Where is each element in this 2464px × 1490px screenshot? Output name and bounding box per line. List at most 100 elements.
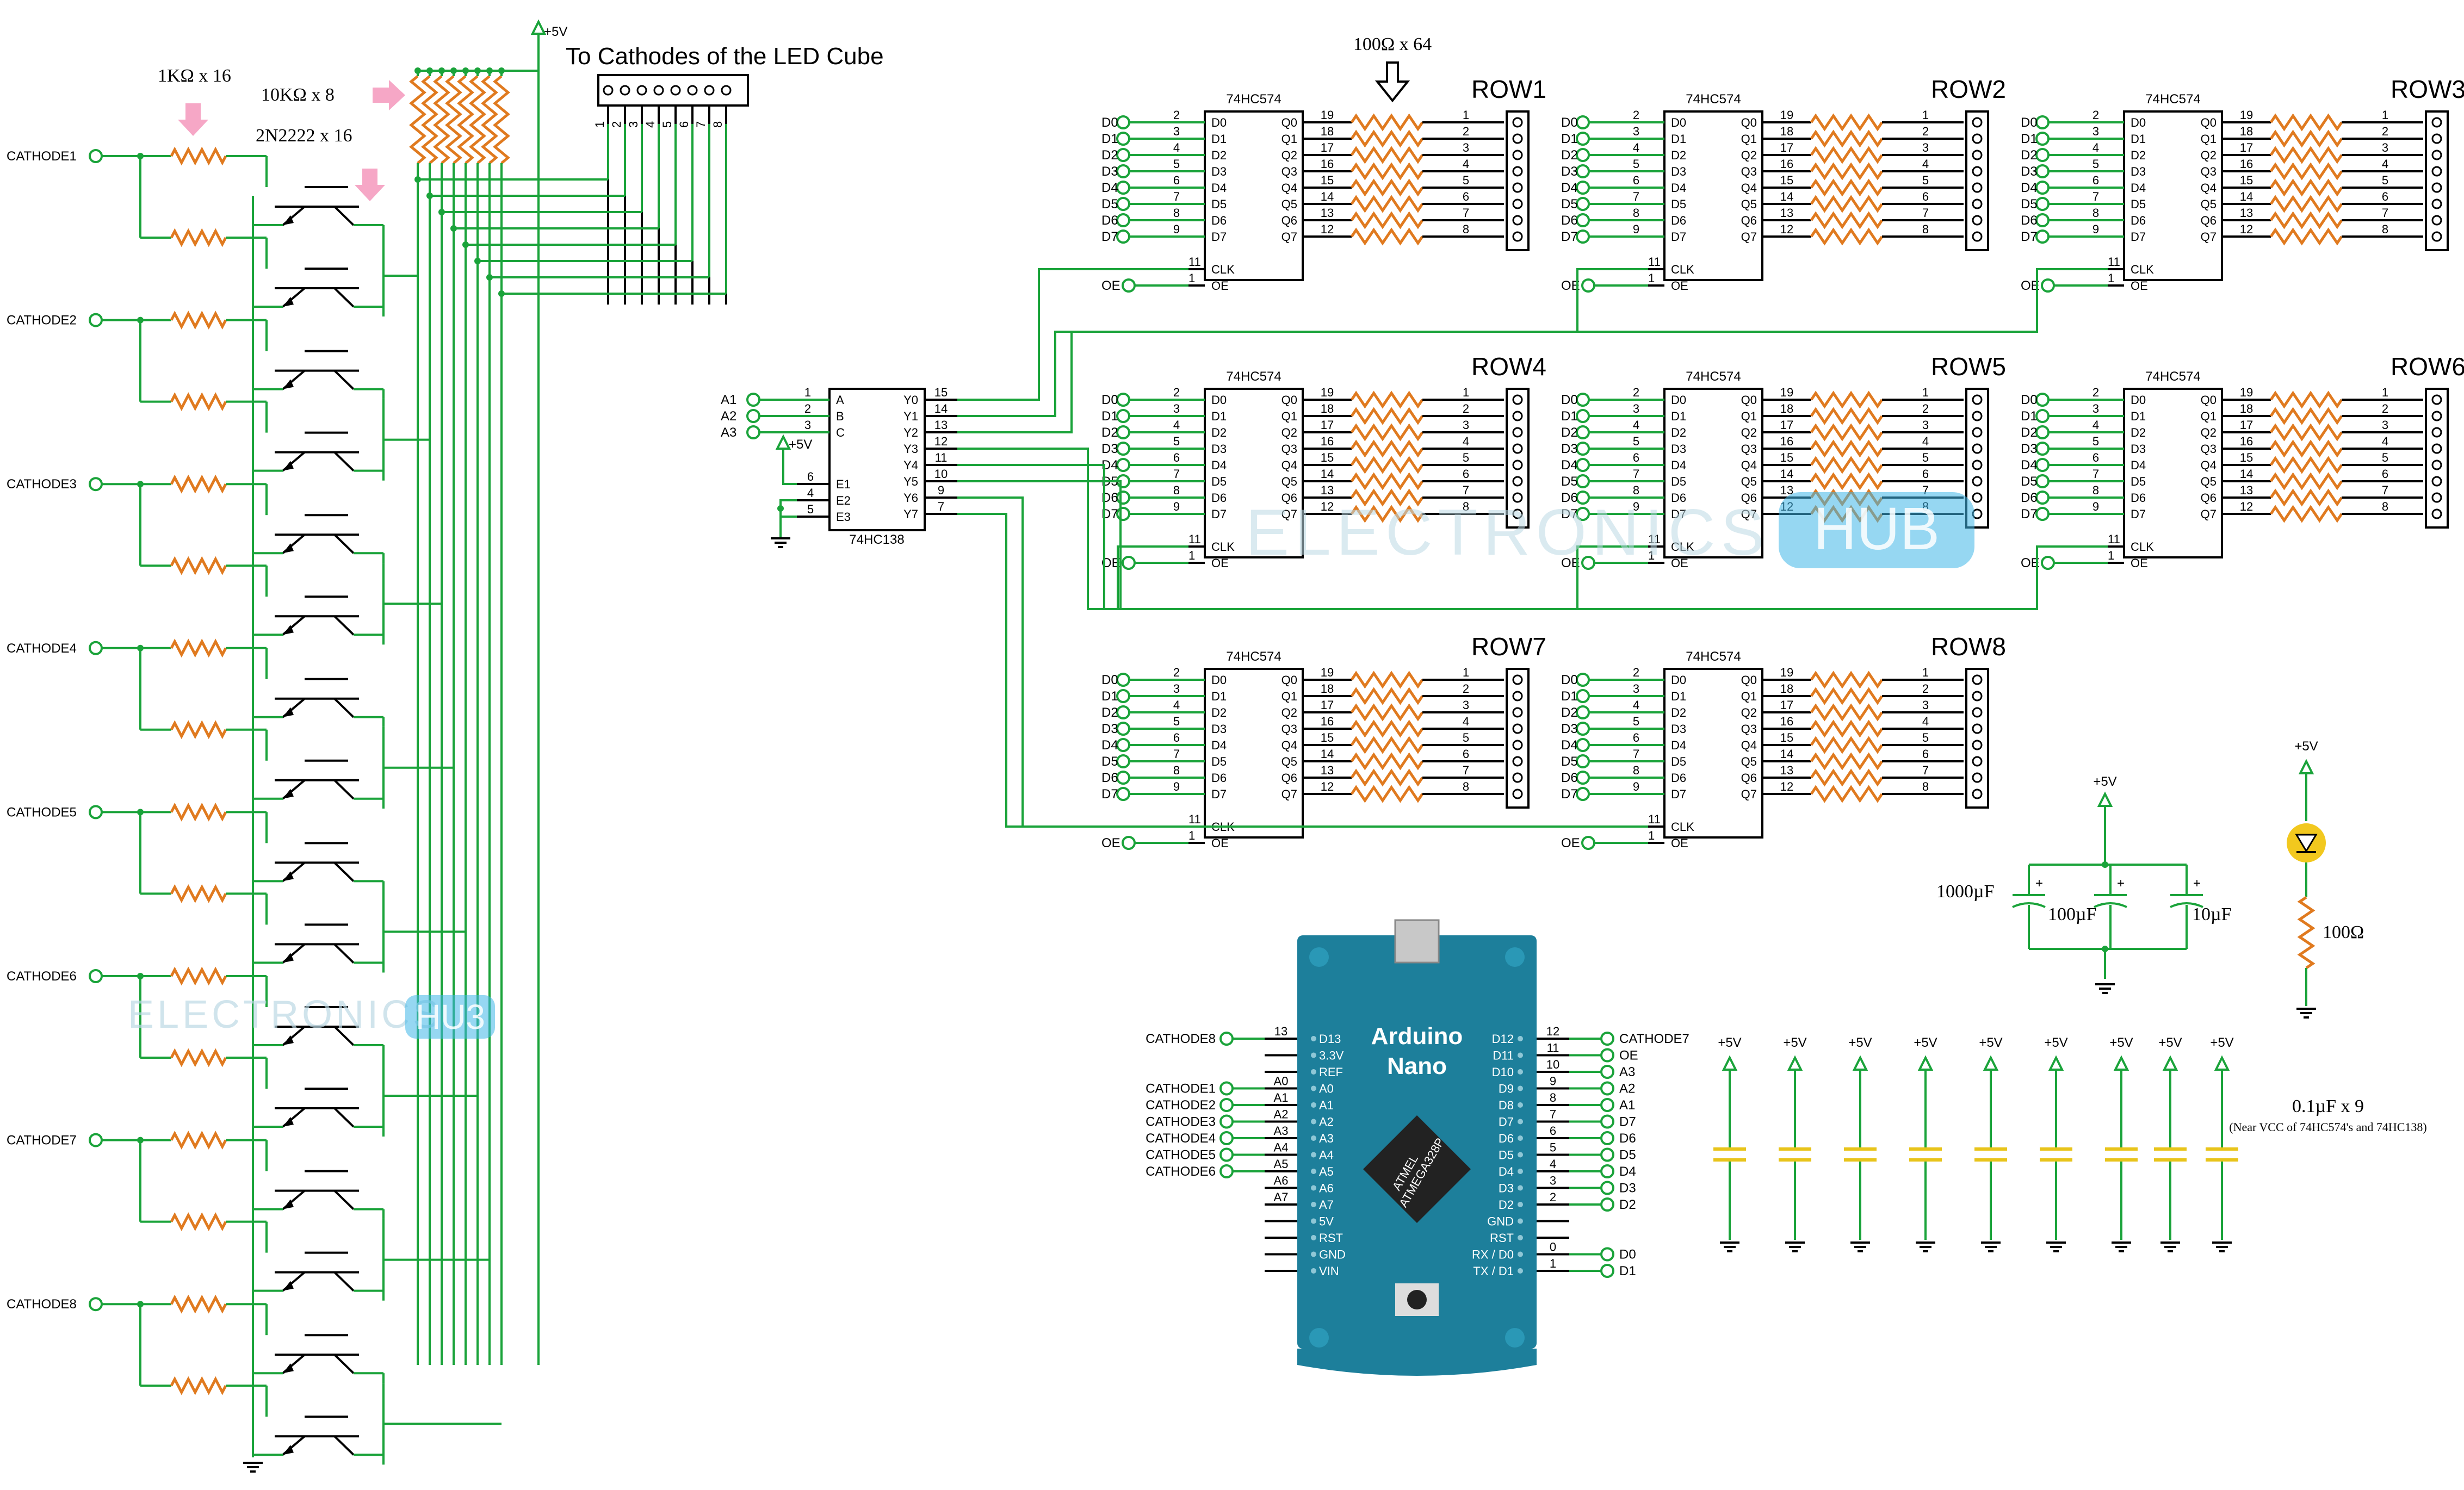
data-input-terminal[interactable]: [1116, 229, 1130, 244]
cathode-terminal[interactable]: [89, 641, 103, 655]
data-input-terminal[interactable]: [2035, 491, 2050, 505]
net-terminal[interactable]: [1600, 1147, 1614, 1162]
data-input-terminal[interactable]: [1116, 491, 1130, 505]
oe-terminal[interactable]: [2041, 278, 2055, 293]
data-input-terminal[interactable]: [1116, 458, 1130, 472]
data-input-terminal[interactable]: [1116, 689, 1130, 703]
address-terminal[interactable]: [746, 409, 760, 423]
data-input-terminal[interactable]: [1116, 787, 1130, 801]
data-input-terminal[interactable]: [1116, 393, 1130, 407]
data-input-terminal[interactable]: [1116, 673, 1130, 687]
data-input-terminal[interactable]: [1576, 197, 1590, 211]
data-input-terminal[interactable]: [1576, 771, 1590, 785]
data-input-terminal[interactable]: [1576, 787, 1590, 801]
net-terminal[interactable]: [1219, 1164, 1234, 1178]
net-terminal[interactable]: [1600, 1131, 1614, 1145]
net-terminal[interactable]: [1219, 1032, 1234, 1046]
data-input-terminal[interactable]: [2035, 425, 2050, 439]
data-input-terminal[interactable]: [1116, 442, 1130, 456]
data-input-terminal[interactable]: [1576, 722, 1590, 736]
data-input-terminal[interactable]: [1576, 458, 1590, 472]
data-input-terminal[interactable]: [2035, 507, 2050, 521]
net-terminal[interactable]: [1219, 1131, 1234, 1145]
data-input-terminal[interactable]: [1116, 754, 1130, 768]
data-input-terminal[interactable]: [2035, 442, 2050, 456]
address-terminal[interactable]: [746, 425, 760, 439]
data-input-terminal[interactable]: [1576, 409, 1590, 423]
data-input-terminal[interactable]: [1576, 425, 1590, 439]
net-terminal[interactable]: [1600, 1181, 1614, 1195]
data-input-terminal[interactable]: [1116, 181, 1130, 195]
net-terminal[interactable]: [1600, 1065, 1614, 1079]
data-input-terminal[interactable]: [1576, 229, 1590, 244]
net-terminal[interactable]: [1219, 1114, 1234, 1129]
data-input-terminal[interactable]: [1576, 115, 1590, 129]
data-input-terminal[interactable]: [1116, 771, 1130, 785]
net-terminal[interactable]: [1600, 1114, 1614, 1129]
data-input-terminal[interactable]: [1576, 673, 1590, 687]
data-input-terminal[interactable]: [1116, 507, 1130, 521]
cathode-terminal[interactable]: [89, 313, 103, 327]
data-input-terminal[interactable]: [1576, 148, 1590, 162]
net-terminal[interactable]: [1600, 1098, 1614, 1112]
data-input-terminal[interactable]: [1576, 474, 1590, 488]
data-input-terminal[interactable]: [1576, 181, 1590, 195]
address-terminal[interactable]: [746, 393, 760, 407]
oe-terminal[interactable]: [1581, 278, 1595, 293]
net-terminal[interactable]: [1219, 1081, 1234, 1096]
oe-terminal[interactable]: [1581, 836, 1595, 850]
data-input-terminal[interactable]: [1576, 393, 1590, 407]
net-terminal[interactable]: [1219, 1098, 1234, 1112]
cathode-terminal[interactable]: [89, 149, 103, 163]
data-input-terminal[interactable]: [1576, 132, 1590, 146]
data-input-terminal[interactable]: [2035, 132, 2050, 146]
net-terminal[interactable]: [1600, 1264, 1614, 1278]
net-terminal[interactable]: [1600, 1197, 1614, 1212]
oe-terminal[interactable]: [1122, 556, 1136, 570]
data-input-terminal[interactable]: [1116, 115, 1130, 129]
reset-button-cap[interactable]: [1407, 1290, 1427, 1309]
data-input-terminal[interactable]: [1116, 705, 1130, 719]
cathode-terminal[interactable]: [89, 1297, 103, 1312]
data-input-terminal[interactable]: [2035, 197, 2050, 211]
net-terminal[interactable]: [1600, 1164, 1614, 1178]
data-input-terminal[interactable]: [1576, 164, 1590, 178]
data-input-terminal[interactable]: [1576, 738, 1590, 752]
data-input-terminal[interactable]: [1116, 164, 1130, 178]
data-input-terminal[interactable]: [1576, 213, 1590, 227]
data-input-terminal[interactable]: [2035, 474, 2050, 488]
cathode-terminal[interactable]: [89, 477, 103, 492]
data-input-terminal[interactable]: [2035, 181, 2050, 195]
data-input-terminal[interactable]: [1576, 705, 1590, 719]
data-input-terminal[interactable]: [2035, 115, 2050, 129]
net-terminal[interactable]: [1600, 1081, 1614, 1096]
data-input-terminal[interactable]: [2035, 409, 2050, 423]
data-input-terminal[interactable]: [1576, 754, 1590, 768]
net-terminal[interactable]: [1600, 1048, 1614, 1063]
data-input-terminal[interactable]: [2035, 148, 2050, 162]
cathode-terminal[interactable]: [89, 1133, 103, 1147]
data-input-terminal[interactable]: [1116, 722, 1130, 736]
data-input-terminal[interactable]: [2035, 164, 2050, 178]
net-terminal[interactable]: [1600, 1247, 1614, 1262]
cathode-terminal[interactable]: [89, 969, 103, 983]
data-input-terminal[interactable]: [1116, 738, 1130, 752]
data-input-terminal[interactable]: [2035, 393, 2050, 407]
data-input-terminal[interactable]: [1116, 148, 1130, 162]
cathode-terminal[interactable]: [89, 805, 103, 819]
data-input-terminal[interactable]: [1116, 213, 1130, 227]
net-terminal[interactable]: [1600, 1032, 1614, 1046]
data-input-terminal[interactable]: [1576, 442, 1590, 456]
data-input-terminal[interactable]: [2035, 213, 2050, 227]
data-input-terminal[interactable]: [1116, 409, 1130, 423]
data-input-terminal[interactable]: [1116, 132, 1130, 146]
data-input-terminal[interactable]: [2035, 458, 2050, 472]
oe-terminal[interactable]: [2041, 556, 2055, 570]
oe-terminal[interactable]: [1122, 836, 1136, 850]
data-input-terminal[interactable]: [1116, 425, 1130, 439]
data-input-terminal[interactable]: [1576, 689, 1590, 703]
data-input-terminal[interactable]: [1116, 197, 1130, 211]
data-input-terminal[interactable]: [2035, 229, 2050, 244]
oe-terminal[interactable]: [1122, 278, 1136, 293]
net-terminal[interactable]: [1219, 1147, 1234, 1162]
